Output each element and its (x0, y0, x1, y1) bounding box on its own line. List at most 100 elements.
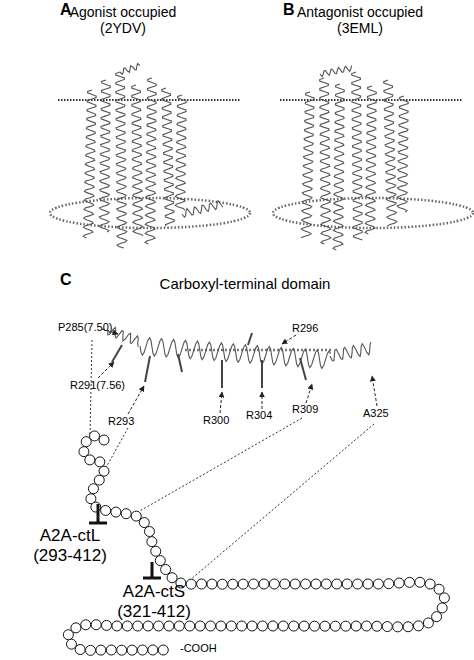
residue-circle (415, 577, 425, 587)
residue-circle (106, 645, 116, 655)
residue-circle (403, 622, 413, 632)
residue-circle (320, 621, 330, 631)
residue-circle (112, 621, 122, 631)
text-label: A325 (363, 407, 389, 420)
residue-circle (154, 621, 164, 631)
residue-circle (147, 537, 157, 547)
residue-circle (405, 577, 415, 587)
residue-circle (413, 621, 423, 631)
residue-circle (247, 621, 257, 631)
residue-circle (206, 621, 216, 631)
residue-circle (351, 621, 361, 631)
snake-plot (63, 431, 449, 655)
residue-circle (423, 618, 433, 628)
residue-circle (280, 579, 290, 589)
helix-ribbon (320, 66, 352, 77)
helix-ribbon (301, 92, 314, 238)
residue-circle (228, 579, 238, 589)
residue-circle (373, 579, 383, 589)
residue-circle (341, 621, 351, 631)
text-label: P285(7.50) (58, 321, 112, 334)
helix-ribbons (83, 64, 408, 369)
residue-circle (155, 556, 165, 566)
helix-ribbon (116, 72, 127, 248)
residue-circle (88, 484, 98, 494)
side-chain (145, 356, 150, 382)
residue-circle (167, 573, 177, 583)
residue-circle (185, 621, 195, 631)
residue-circle (75, 645, 85, 655)
residue-circle (393, 622, 403, 632)
residue-circle (96, 645, 106, 655)
text-label: R293 (108, 415, 134, 428)
residue-circle (439, 593, 449, 603)
residue-circle (137, 645, 147, 655)
residue-circle (195, 621, 205, 631)
residue-circle (95, 457, 105, 467)
residue-circle (158, 645, 168, 655)
residue-circle (99, 466, 109, 476)
residue-circle (330, 621, 340, 631)
residue-circle (127, 645, 137, 655)
text-label: R300 (203, 414, 229, 427)
helix-ribbon (330, 342, 371, 361)
residue-circle (382, 622, 392, 632)
side-chain (248, 333, 252, 345)
leader-line (98, 428, 128, 482)
residue-circle (321, 579, 331, 589)
residue-circle (94, 475, 104, 485)
residue-circle (217, 579, 227, 589)
residue-circle (174, 621, 184, 631)
residue-circle (85, 455, 95, 465)
residue-circle (143, 621, 153, 631)
residue-circle (353, 579, 363, 589)
helix-ribbon (352, 72, 363, 240)
residue-circle (301, 579, 311, 589)
text-label: R304 (246, 409, 272, 422)
helix-ribbon (162, 88, 175, 226)
residue-circle (269, 579, 279, 589)
helix-ribbon (384, 80, 397, 226)
residue-circle (164, 621, 174, 631)
truncation-bar (89, 522, 107, 525)
text-label: R309 (292, 403, 318, 416)
text-label: -COOH (180, 642, 217, 655)
leader-line (138, 418, 302, 512)
truncation-bar (143, 577, 161, 580)
panel-letter: B (283, 1, 295, 19)
residue-circle (139, 518, 149, 528)
residue-circle (332, 579, 342, 589)
residue-circle (144, 527, 154, 537)
pointer-arrow (282, 335, 296, 344)
side-chain (261, 360, 263, 388)
truncation-arrow (97, 504, 100, 522)
helix-ribbon (83, 90, 96, 238)
helix-ribbon (182, 201, 223, 217)
pointer-arrow (98, 362, 114, 378)
helix-ribbon (320, 78, 331, 244)
residue-circle (102, 620, 112, 630)
residue-circle (437, 603, 447, 613)
residue-circle (259, 579, 269, 589)
residue-circle (362, 621, 372, 631)
panel-letter: C (60, 271, 72, 289)
helix-ribbon (333, 84, 344, 250)
text-label: R296 (292, 322, 318, 335)
residue-circle (342, 579, 352, 589)
residue-circle (268, 621, 278, 631)
pointer-arrow (372, 376, 377, 406)
residue-circle (151, 546, 161, 556)
residue-circle (81, 437, 91, 447)
residue-circle (197, 579, 207, 589)
residue-circle (63, 630, 73, 640)
residue-circle (372, 621, 382, 631)
residue-circle (111, 507, 121, 517)
residue-circle (216, 621, 226, 631)
residue-circle (81, 620, 91, 630)
residue-circle (311, 579, 321, 589)
truncation-arrow (151, 562, 154, 577)
residue-circle (66, 639, 76, 649)
text-label: A2A-ctL (293-412) (24, 526, 116, 565)
residue-circle (384, 579, 394, 589)
helix-ribbon (145, 78, 156, 244)
